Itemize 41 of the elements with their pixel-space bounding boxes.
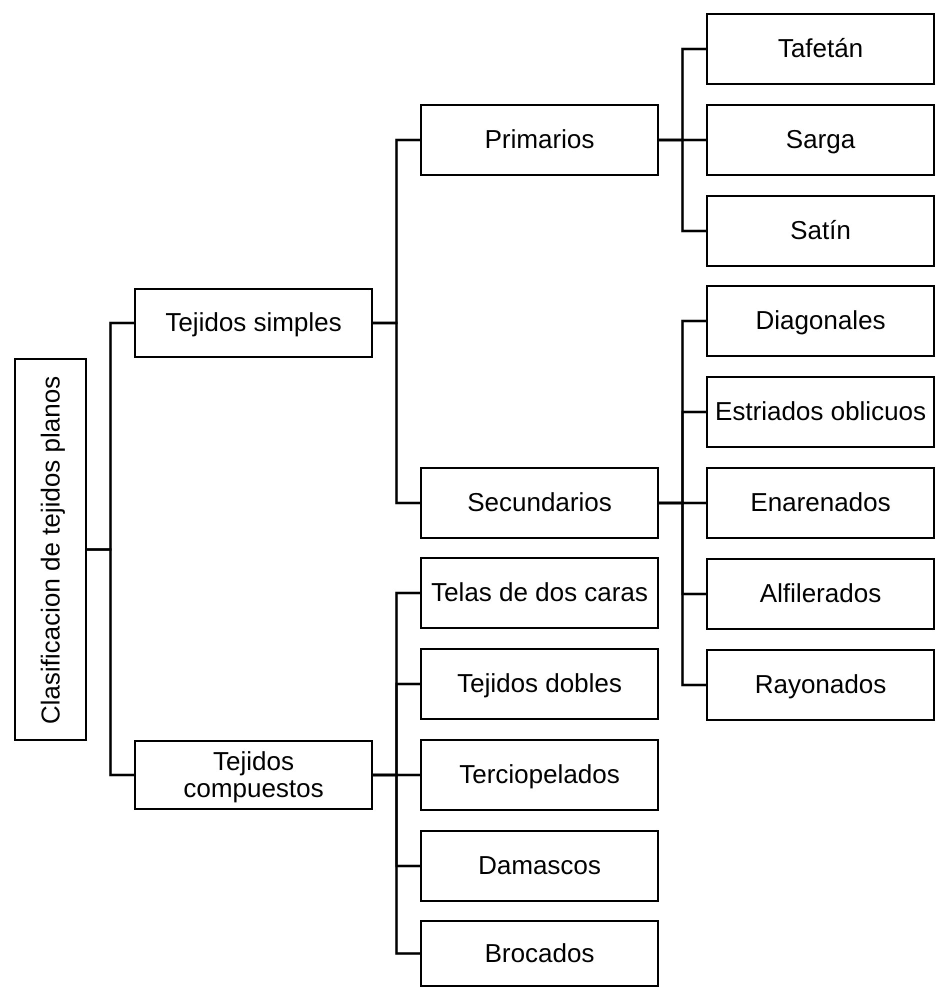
category-box	[706, 13, 935, 85]
category-label: Tejidos simples	[164, 309, 343, 337]
category-label: Satín	[789, 217, 852, 245]
category-label: Secundarios	[466, 489, 613, 517]
category-label: Sarga	[784, 126, 856, 154]
category-box	[134, 740, 373, 810]
category-box	[134, 288, 373, 358]
category-box	[706, 558, 935, 630]
category-box	[14, 358, 87, 741]
category-box	[420, 467, 659, 539]
category-label: Terciopelados	[458, 761, 621, 789]
category-box	[706, 649, 935, 721]
category-label: Tejidos compuestos	[182, 748, 325, 802]
category-label: Tafetán	[776, 35, 864, 63]
connector-line	[373, 774, 420, 955]
connector-line	[659, 502, 706, 686]
connector-line	[87, 548, 134, 776]
category-label: Brocados	[484, 940, 596, 968]
category-box	[706, 195, 935, 267]
category-box	[420, 920, 659, 987]
category-label: Estriados oblicuos	[714, 398, 927, 426]
connector-line	[373, 322, 420, 504]
connector-line	[659, 138, 706, 232]
category-label: Diagonales	[754, 307, 887, 335]
category-label: Rayonados	[754, 671, 888, 699]
category-box	[420, 830, 659, 902]
category-box	[706, 104, 935, 176]
category-label: Alfilerados	[758, 580, 882, 608]
category-box	[420, 739, 659, 811]
category-box	[420, 557, 659, 629]
category-label: Damascos	[477, 852, 602, 880]
category-box	[706, 467, 935, 539]
category-box	[706, 376, 935, 448]
category-label: Tejidos dobles	[456, 670, 623, 698]
category-box	[420, 104, 659, 176]
category-box	[706, 285, 935, 357]
category-label: Primarios	[484, 126, 596, 154]
category-box	[420, 648, 659, 720]
category-label: Telas de dos caras	[430, 579, 649, 607]
category-label: Clasificacion de tejidos planos	[36, 374, 64, 726]
category-label: Enarenados	[749, 489, 892, 517]
